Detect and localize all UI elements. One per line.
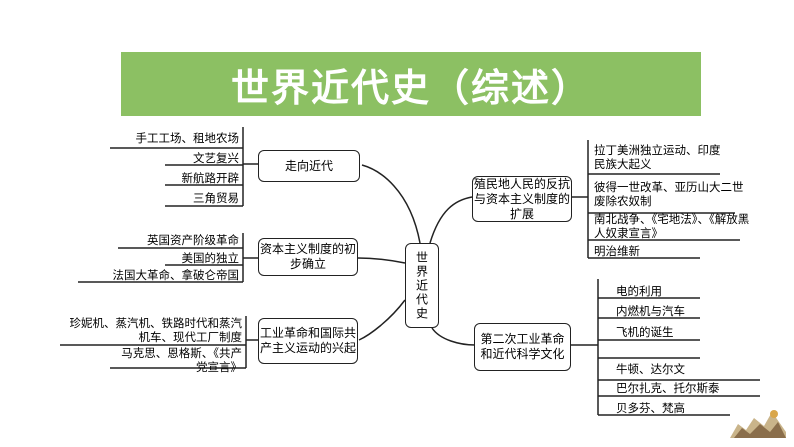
leaf-text: 英国资产阶级革命	[147, 233, 239, 247]
leaf-text: 彼得一世改革、亚历山大二世废除农奴制	[594, 180, 744, 208]
leaf-text: 新航路开辟	[181, 171, 240, 185]
corner-decoration-image	[730, 410, 786, 438]
branch-gongye-geming: 工业革命和国际共产主义运动的兴起	[258, 318, 358, 364]
leaf-text: 拉丁美洲独立运动、印度民族大起义	[594, 143, 721, 171]
link-center-gongye	[358, 299, 406, 341]
branch-label: 殖民地人民的反抗与资本主义制度的扩展	[473, 176, 570, 221]
leaf-text: 贝多芬、梵高	[616, 401, 685, 415]
branch-zibenzhuyi-zhidu: 资本主义制度的初步确立	[258, 238, 358, 276]
leaf-text: 飞机的诞生	[616, 325, 674, 339]
leaf-text: 法国大革命、拿破仑帝国	[112, 268, 240, 282]
leaf-text: 三角贸易	[193, 191, 239, 205]
leaf-text: 文艺复兴	[193, 151, 239, 165]
leaf-text: 马克思、恩格斯、《共产党宣言》	[121, 346, 242, 374]
branch-label: 第二次工业革命和近代科学文化	[480, 332, 565, 361]
branch-label: 资本主义制度的初步确立	[259, 242, 356, 271]
link-center-zouxiang	[361, 164, 421, 244]
link-center-zibenzhuyi	[357, 257, 406, 264]
branch-dierci-gongye: 第二次工业革命和近代科学文化	[474, 323, 571, 371]
leaf-text: 手工工场、租地农场	[135, 131, 240, 145]
link-center-dierci	[431, 327, 476, 346]
center-node: 世界近代史	[405, 243, 439, 328]
center-label: 世界近代史	[414, 250, 429, 321]
leaf-text: 电的利用	[616, 284, 662, 298]
branch-zouxiang-jindai: 走向近代	[258, 150, 360, 182]
leaf-text: 珍妮机、蒸汽机、铁路时代和蒸汽机车、现代工厂制度	[69, 316, 243, 344]
leaf-text: 明治维新	[594, 244, 640, 258]
branch-zhimindi-fankang: 殖民地人民的反抗与资本主义制度的扩展	[472, 176, 572, 222]
leaf-text: 南北战争、《宅地法》、《解放黑人奴隶宣言》	[594, 212, 750, 240]
leaf-text: 牛顿、达尔文	[616, 362, 685, 376]
branch-label: 工业革命和国际共产主义运动的兴起	[259, 326, 356, 355]
branch-label: 走向近代	[284, 158, 333, 173]
leaf-text: 内燃机与汽车	[616, 304, 685, 318]
leaf-text: 巴尔扎克、托尔斯泰	[616, 381, 720, 395]
page-title: 世界近代史（综述）	[230, 65, 591, 110]
leaf-text: 美国的独立	[181, 251, 240, 265]
title-banner: 世界近代史（综述）	[121, 52, 701, 116]
link-center-zhimindi	[429, 196, 473, 244]
